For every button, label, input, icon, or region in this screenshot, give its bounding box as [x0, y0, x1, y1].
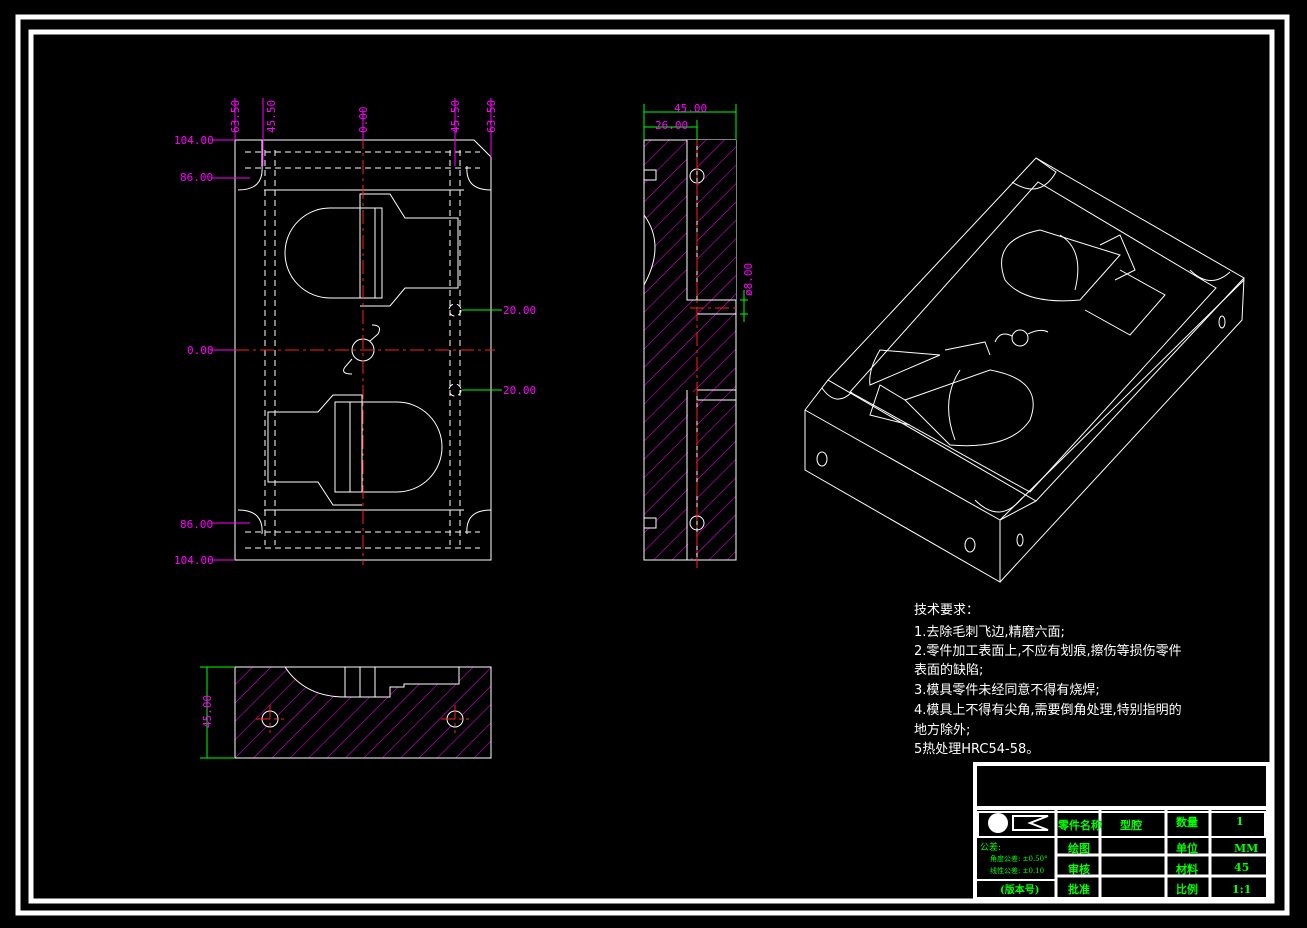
side-section-view — [643, 104, 748, 568]
dim-side-width: 45.00 — [674, 102, 707, 115]
scale-label: 比例 — [1176, 882, 1198, 896]
part-name-value: 型腔 — [1120, 818, 1142, 832]
dim-right-1: 20.00 — [503, 304, 536, 317]
bottom-section-view — [200, 666, 492, 759]
tech-note-line: 3.模具零件未经同意不得有烧焊; — [914, 682, 1100, 698]
tech-note-line: 1.去除毛刺飞边,精磨六面; — [914, 625, 1065, 640]
dim-top-2: 45.50 — [265, 100, 278, 133]
tech-note-line: 地方除外; — [914, 722, 970, 738]
version-label: (版本号) — [1000, 883, 1039, 896]
dim-left-4: 86.00 — [180, 518, 213, 531]
material-value: 45 — [1234, 861, 1249, 874]
front-view-left-dimensions: 104.00 86.00 0.00 86.00 104.00 — [174, 134, 214, 567]
qty-label: 数量 — [1176, 815, 1198, 829]
tolerance-angle: 角度公差: ±0.50° — [990, 854, 1048, 863]
unit-label: 单位 — [1176, 841, 1198, 855]
part-name-label: 零件名称 — [1057, 818, 1102, 832]
company-logo — [988, 813, 1049, 833]
tech-notes-title: 技术要求： — [914, 603, 979, 618]
tech-note-line: 2.零件加工表面上,不应有划痕,擦伤等损伤零件 — [914, 643, 1182, 659]
tech-note-line: 表面的缺陷; — [914, 662, 983, 678]
dim-top-3: 0.00 — [357, 107, 370, 134]
dim-top-5: 63.50 — [485, 100, 498, 133]
tech-note-line: 5热处理HRC54-58。 — [914, 742, 1039, 757]
isometric-view — [804, 157, 1245, 583]
dim-top-1: 63.50 — [229, 100, 242, 133]
unit-value: MM — [1234, 842, 1258, 855]
tolerance-linear: 线性公差: ±0.10 — [990, 866, 1044, 875]
drawn-label: 绘图 — [1068, 841, 1090, 855]
dim-top-4: 45.50 — [449, 100, 462, 133]
material-label: 材料 — [1176, 862, 1198, 876]
check-label: 审核 — [1068, 862, 1090, 876]
sheet-border — [15, 14, 1290, 916]
tolerance-title: 公差: — [980, 841, 1001, 853]
front-view — [210, 98, 502, 565]
qty-value: 1 — [1236, 815, 1244, 828]
dim-side-hole: ø8.00 — [742, 263, 755, 296]
front-view-right-dimensions: 20.00 20.00 — [503, 304, 536, 397]
scale-value: 1:1 — [1232, 883, 1251, 896]
dim-side-offset: 26.00 — [655, 119, 688, 132]
dim-right-2: 20.00 — [503, 384, 536, 397]
dim-left-1: 104.00 — [174, 134, 214, 147]
dim-bottom-height: 45.00 — [201, 695, 214, 728]
side-view-dimensions: 45.00 26.00 ø8.00 — [655, 102, 755, 296]
dim-left-2: 86.00 — [180, 171, 213, 184]
approve-label: 批准 — [1068, 882, 1090, 896]
front-view-top-dimensions: 63.50 45.50 0.00 45.50 63.50 — [229, 100, 498, 133]
dim-left-5: 104.00 — [174, 554, 214, 567]
title-block: 零件名称 型腔 数量 1 绘图 单位 MM 审核 材料 45 批准 比例 1:1… — [973, 762, 1270, 901]
tech-note-line: 4.模具上不得有尖角,需要倒角处理,特别指明的 — [914, 702, 1182, 718]
dim-left-3: 0.00 — [187, 344, 214, 357]
technical-requirements: 技术要求： 1.去除毛刺飞边,精磨六面; 2.零件加工表面上,不应有划痕,擦伤等… — [914, 603, 1182, 757]
